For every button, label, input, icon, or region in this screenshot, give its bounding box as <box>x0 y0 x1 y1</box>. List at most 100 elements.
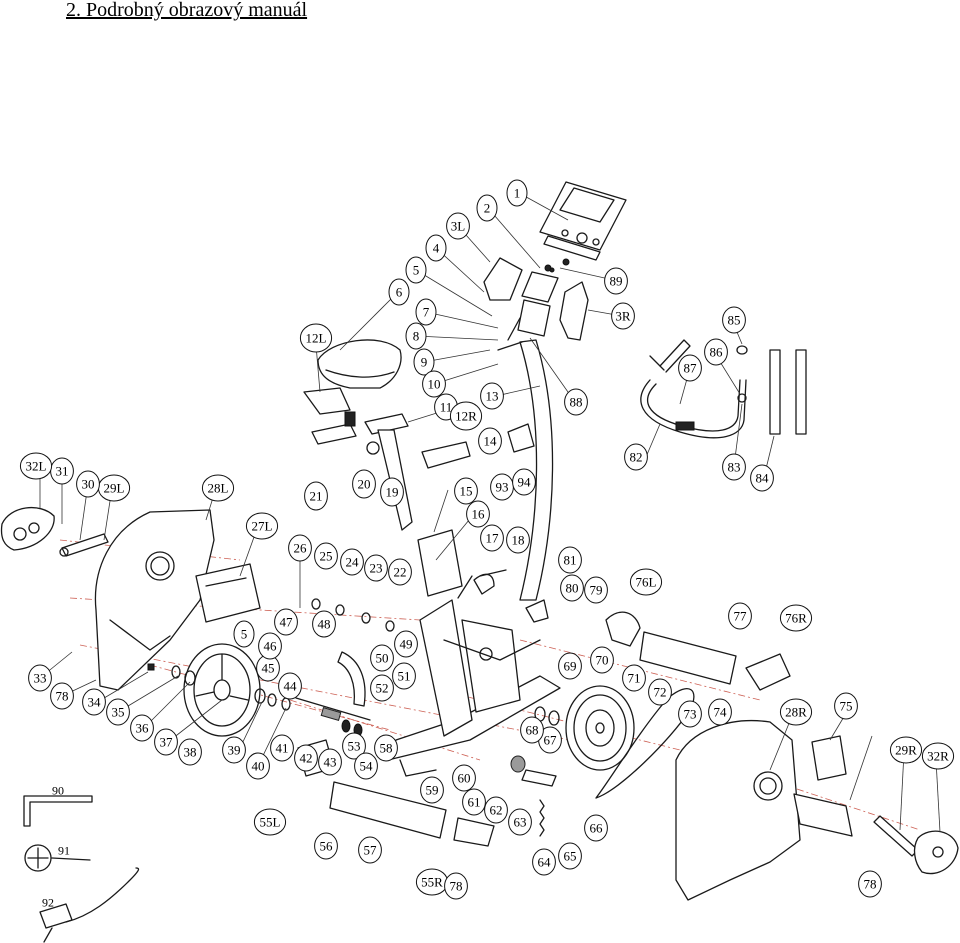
callout-41: 41 <box>270 734 294 762</box>
callout-37: 37 <box>154 728 178 756</box>
callout-25: 25 <box>314 542 338 570</box>
callout-number: 58 <box>380 741 393 756</box>
callout-number: 55R <box>421 875 443 890</box>
callout-ring <box>299 323 333 353</box>
callout-number: 76R <box>785 611 807 626</box>
callout-4: 4 <box>425 234 447 262</box>
callout-number: 3R <box>615 309 631 324</box>
callout-8: 8 <box>405 322 427 350</box>
callout-ring <box>678 700 702 728</box>
callout-5: 5 <box>405 256 427 284</box>
callout-number: 81 <box>564 553 577 568</box>
callout-number: 26 <box>294 541 308 556</box>
callout-ring <box>425 234 447 262</box>
drive-belt <box>595 688 695 799</box>
callout-number: 46 <box>264 639 278 654</box>
callout-ring <box>130 714 154 742</box>
callout-number: 69 <box>564 659 577 674</box>
callout-number: 14 <box>484 434 498 449</box>
callout-ring <box>678 354 702 382</box>
callout-number: 87 <box>684 361 698 376</box>
callout-number: 39 <box>228 743 241 758</box>
callout-number: 43 <box>324 755 337 770</box>
callout-83: 83 <box>722 453 746 481</box>
callout-30: 30 <box>76 470 100 498</box>
callout-ring <box>722 306 746 334</box>
callout-number: 65 <box>564 849 577 864</box>
tension-spring <box>521 769 557 837</box>
callout-ring <box>422 370 446 398</box>
callout-28r: 28R <box>779 698 813 726</box>
callout-ring <box>604 267 628 295</box>
callout-2: 2 <box>476 194 498 222</box>
callout-number: 72 <box>654 685 667 700</box>
callout-number: 90 <box>52 784 64 798</box>
callout-ring <box>354 752 378 780</box>
callout-number: 13 <box>486 389 499 404</box>
callout-number: 84 <box>756 471 770 486</box>
callout-number: 27L <box>252 519 273 534</box>
callout-92: 92 <box>42 896 54 910</box>
callout-ring <box>352 469 376 499</box>
callout-ring <box>484 796 508 824</box>
right-crank-pedal <box>873 815 959 875</box>
callout-number: 83 <box>728 460 741 475</box>
callout-85: 85 <box>722 306 746 334</box>
seat-post <box>303 387 463 597</box>
callout-55l: 55L <box>253 808 287 836</box>
callout-number: 22 <box>394 565 407 580</box>
callout-20: 20 <box>352 469 376 499</box>
callout-ring <box>420 776 444 804</box>
callout-ring <box>834 692 858 720</box>
callout-ring <box>253 808 287 836</box>
callout-18: 18 <box>506 526 530 554</box>
callout-number: 23 <box>370 561 383 576</box>
callout-73: 73 <box>678 700 702 728</box>
callout-56: 56 <box>314 832 338 860</box>
callout-number: 8 <box>413 329 420 344</box>
callout-90: 90 <box>52 784 64 798</box>
callout-ring <box>889 736 923 764</box>
callout-54: 54 <box>354 752 378 780</box>
seat <box>317 339 402 389</box>
callout-3l: 3L <box>446 212 470 240</box>
callout-ring <box>246 752 270 780</box>
callout-76r: 76R <box>779 604 813 632</box>
callout-ring <box>444 872 468 900</box>
callout-72: 72 <box>648 678 672 706</box>
callout-14: 14 <box>478 427 502 455</box>
callout-9: 9 <box>413 348 435 376</box>
callout-number: 29R <box>895 743 917 758</box>
callout-ring <box>560 574 584 602</box>
callout-79: 79 <box>584 576 608 604</box>
callout-ring <box>370 644 394 672</box>
callout-ring <box>558 652 582 680</box>
callout-ring <box>370 674 394 702</box>
left-side-cover <box>94 509 215 691</box>
callout-number: 48 <box>318 617 331 632</box>
callout-number: 18 <box>512 533 525 548</box>
callout-ring <box>405 256 427 284</box>
callout-34: 34 <box>82 688 106 716</box>
callout-number: 47 <box>280 615 294 630</box>
callout-ring <box>446 212 470 240</box>
drive-pulley <box>565 685 635 771</box>
callout-number: 85 <box>728 313 741 328</box>
callout-36: 36 <box>130 714 154 742</box>
callout-ring <box>394 630 418 658</box>
callout-number: 5 <box>241 627 248 642</box>
callout-ring <box>28 664 52 692</box>
callout-ring <box>274 608 298 636</box>
callout-75: 75 <box>834 692 858 720</box>
callout-number: 15 <box>460 484 473 499</box>
callout-51: 51 <box>392 662 416 690</box>
callout-ring <box>704 338 728 366</box>
callout-76l: 76L <box>629 568 663 596</box>
callout-ring <box>312 610 336 638</box>
callout-46: 46 <box>258 632 282 660</box>
callout-21: 21 <box>304 481 328 511</box>
callout-ring <box>750 464 774 492</box>
callout-number: 21 <box>310 489 323 504</box>
